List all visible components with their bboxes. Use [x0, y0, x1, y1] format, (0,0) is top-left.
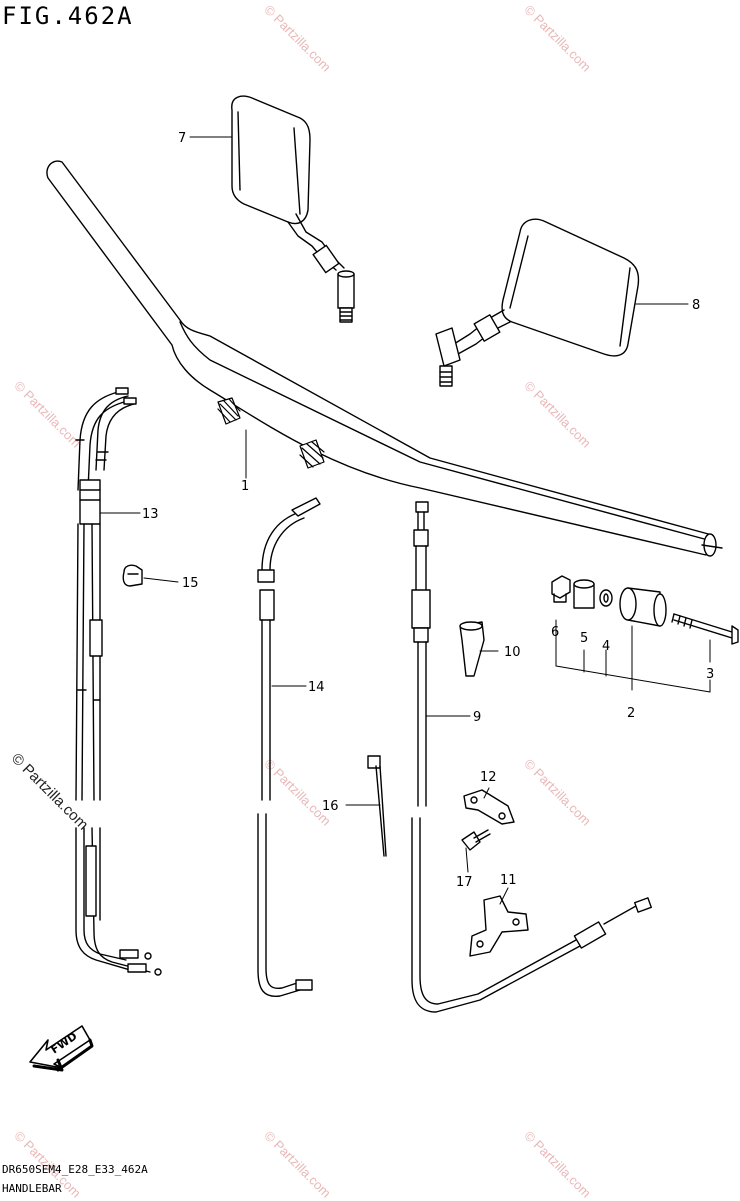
callout-2: 2	[627, 706, 635, 721]
footer-code: DR650SEM4_E28_E33_462A	[2, 1163, 148, 1176]
throttle-cables	[75, 387, 162, 976]
figure-title: FIG.462A	[2, 2, 134, 30]
bracket-12	[463, 789, 515, 825]
callout-4: 4	[602, 639, 610, 654]
callout-1: 1	[241, 479, 249, 494]
choke-cable	[257, 497, 321, 997]
grip-end	[459, 621, 485, 677]
callout-labels: 7 8 1 13 15 14 9 10 16 12 17 11 6 5 4 3 …	[142, 131, 714, 890]
bolt-17	[461, 829, 491, 851]
callout-3: 3	[706, 667, 714, 682]
callout-13: 13	[142, 507, 159, 522]
handlebar	[46, 160, 723, 557]
callout-9: 9	[473, 710, 481, 725]
knurl-band	[217, 397, 241, 425]
clutch-cable	[411, 501, 652, 1013]
callout-8: 8	[692, 298, 700, 313]
balancer-parts	[551, 575, 739, 645]
callout-11: 11	[500, 873, 517, 888]
mirror-right	[435, 218, 640, 387]
callout-14: 14	[308, 680, 325, 695]
knurl-band	[299, 439, 325, 469]
bracket-11	[469, 895, 529, 957]
callout-6: 6	[551, 625, 559, 640]
callout-16: 16	[322, 799, 339, 814]
fwd-arrow: FWD	[29, 1025, 94, 1072]
callout-5: 5	[580, 631, 588, 646]
callout-17: 17	[456, 875, 473, 890]
footer-name: HANDLEBAR	[2, 1182, 62, 1195]
mirror-left	[231, 95, 355, 323]
cable-clip	[122, 564, 143, 587]
callout-7: 7	[178, 131, 186, 146]
callout-15: 15	[182, 576, 199, 591]
leader-lines	[99, 136, 711, 905]
callout-12: 12	[480, 770, 497, 785]
callout-10: 10	[504, 645, 521, 660]
cable-tie	[367, 755, 387, 857]
